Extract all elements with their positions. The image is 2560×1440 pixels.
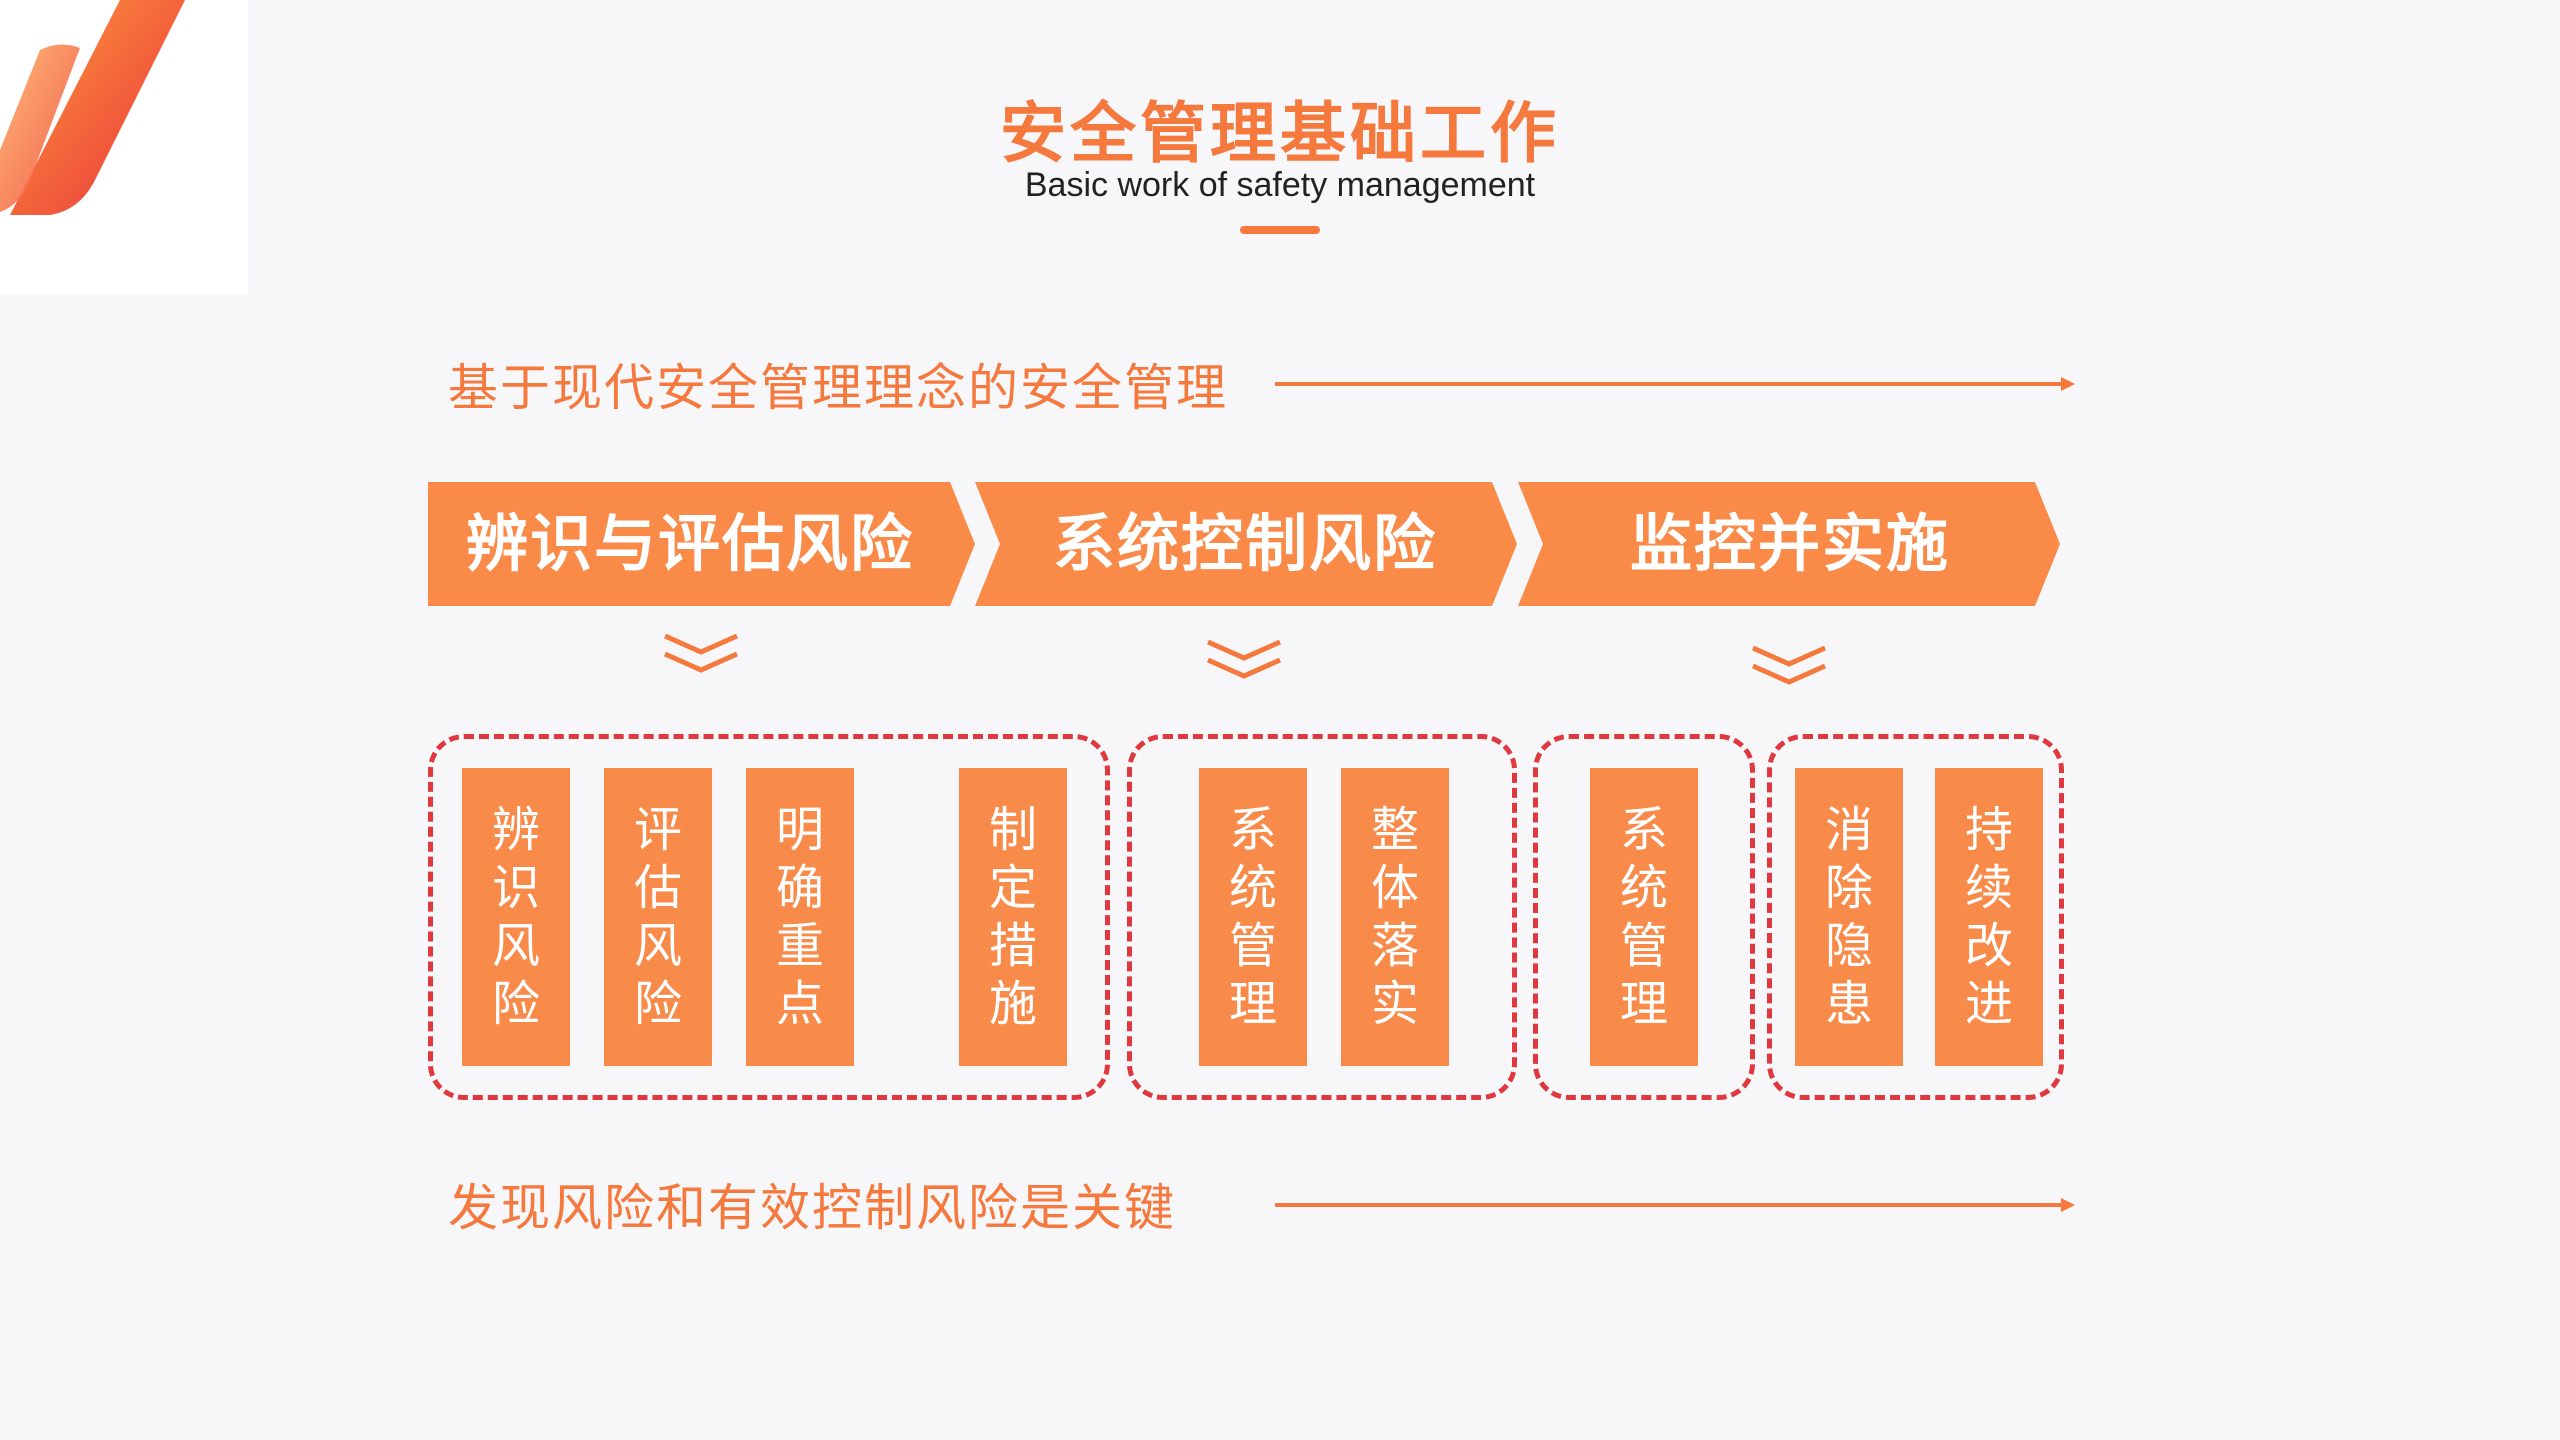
double-chevron-down-icon bbox=[663, 633, 739, 673]
top-right-arrow-icon bbox=[1275, 377, 2075, 391]
card-continuous-improvement: 持续改进 bbox=[1935, 768, 2043, 1066]
group-box-monitor-system bbox=[1533, 734, 1755, 1100]
page-subtitle: Basic work of safety management bbox=[1024, 166, 1536, 204]
bottom-flow-text: 发现风险和有效控制风险是关键 bbox=[448, 1179, 1176, 1237]
card-clarify-focus: 明确重点 bbox=[746, 768, 854, 1066]
double-chevron-down-icon bbox=[1206, 639, 1282, 679]
card-assess-risk: 评估风险 bbox=[604, 768, 712, 1066]
group-box-control bbox=[1127, 734, 1517, 1100]
stage-label-control: 系统控制风险 bbox=[1052, 507, 1437, 580]
stage-label-identify: 辨识与评估风险 bbox=[465, 507, 914, 580]
logo-mark-icon bbox=[0, 0, 185, 215]
group-box-monitor-improve bbox=[1767, 734, 2064, 1100]
top-flow-text: 基于现代安全管理理念的安全管理 bbox=[448, 359, 1228, 417]
stage-chevron-3 bbox=[1518, 482, 2060, 606]
card-eliminate-hazards: 消除隐患 bbox=[1795, 768, 1903, 1066]
card-system-management-2: 系统管理 bbox=[1590, 768, 1698, 1066]
page-title: 安全管理基础工作 bbox=[1000, 95, 1560, 172]
bottom-right-arrow-icon bbox=[1275, 1198, 2075, 1212]
stage-label-monitor: 监控并实施 bbox=[1629, 507, 1950, 580]
card-formulate-measures: 制定措施 bbox=[959, 768, 1067, 1066]
stage-chevron-2 bbox=[975, 482, 1517, 606]
card-identify-risk: 辨识风险 bbox=[462, 768, 570, 1066]
card-system-management: 系统管理 bbox=[1199, 768, 1307, 1066]
card-overall-implementation: 整体落实 bbox=[1341, 768, 1449, 1066]
stage-chevrons bbox=[428, 482, 2060, 606]
title-underline bbox=[1240, 226, 1320, 234]
double-chevron-down-icon bbox=[1751, 645, 1827, 685]
group-box-identify bbox=[428, 734, 1110, 1100]
logo bbox=[0, 0, 248, 294]
stage-chevron-1 bbox=[428, 482, 975, 606]
